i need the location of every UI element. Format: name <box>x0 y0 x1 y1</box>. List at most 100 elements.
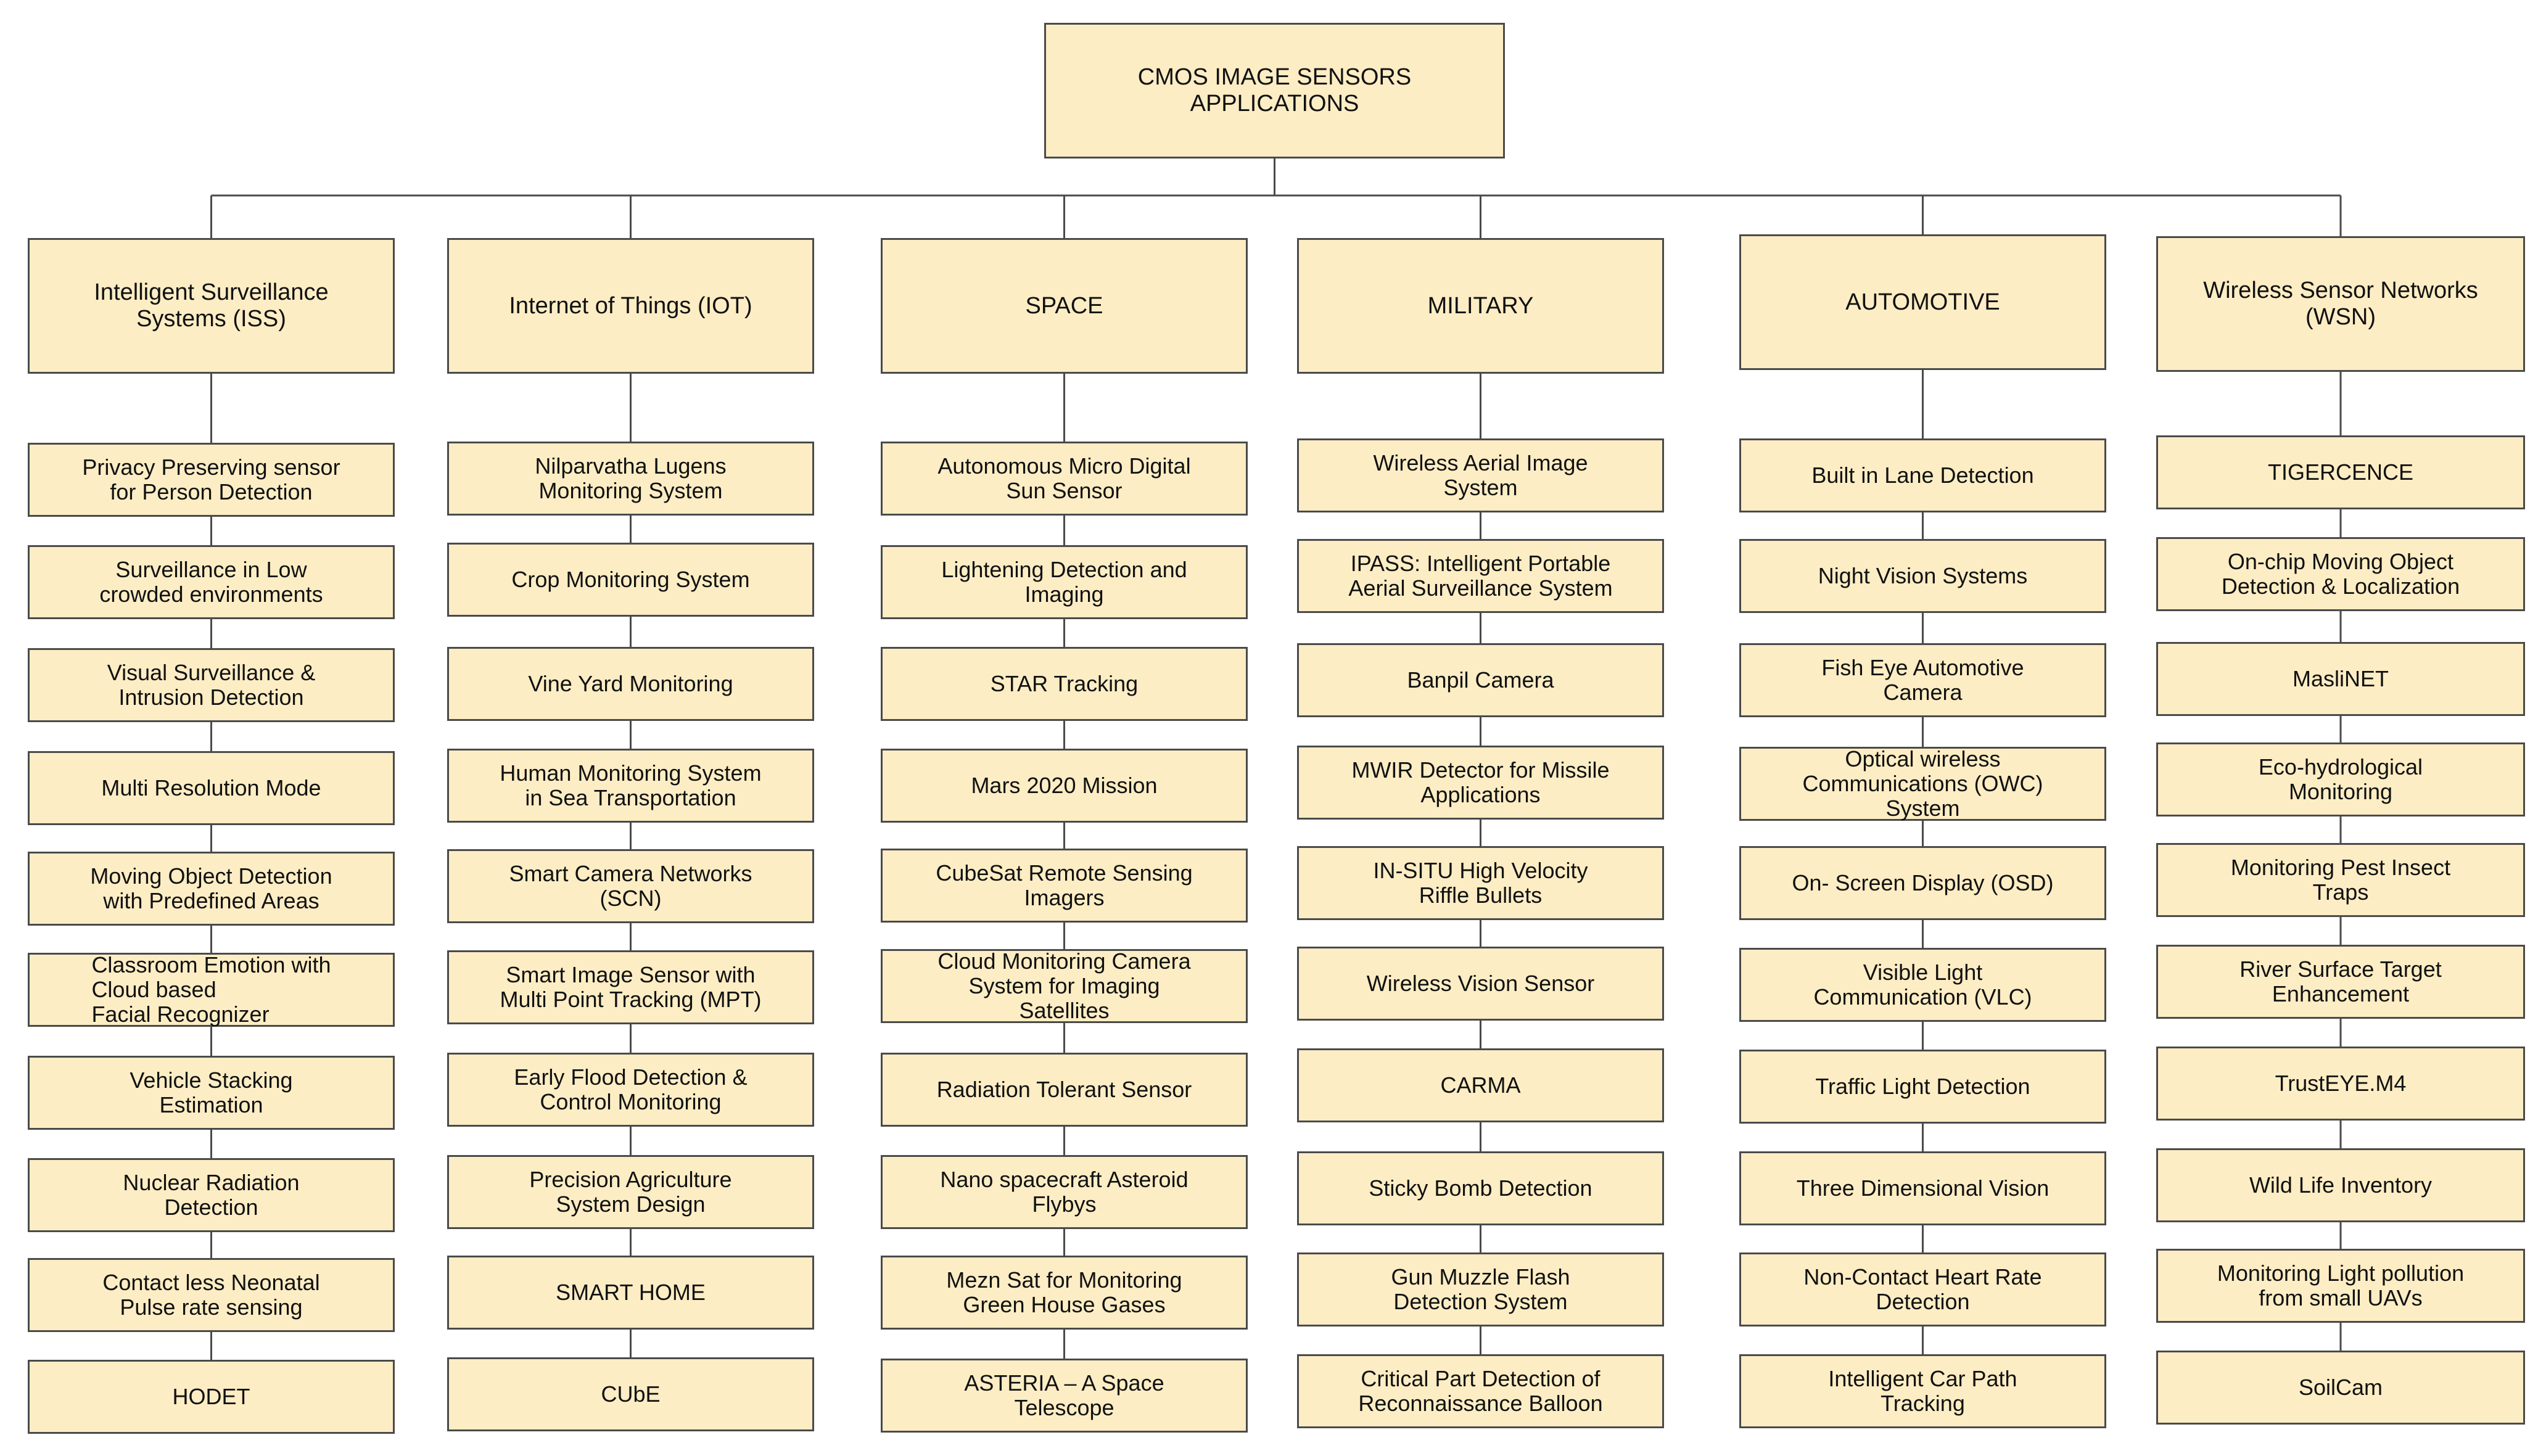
category-node-4-label: AUTOMOTIVE <box>1845 289 2000 315</box>
item-node-1-5-label: Smart Image Sensor with Multi Point Trac… <box>500 961 762 1012</box>
item-node-2-2: STAR Tracking <box>881 647 1248 721</box>
item-node-3-3-label: MWIR Detector for Missile Applications <box>1351 757 1610 807</box>
item-node-3-5-label: Wireless Vision Sensor <box>1366 970 1595 996</box>
item-node-4-9: Intelligent Car Path Tracking <box>1739 1354 2106 1428</box>
item-node-5-8-label: Monitoring Light pollution from small UA… <box>2217 1260 2465 1310</box>
item-node-1-6: Early Flood Detection & Control Monitori… <box>447 1053 814 1127</box>
item-node-2-5: Cloud Monitoring Camera System for Imagi… <box>881 948 1248 1023</box>
item-node-2-1-label: Lightening Detection and Imaging <box>941 556 1187 607</box>
item-node-5-4-label: Monitoring Pest Insect Traps <box>2230 854 2451 905</box>
item-node-2-9-label: ASTERIA – A Space Telescope <box>964 1370 1164 1420</box>
item-node-0-3-label: Multi Resolution Mode <box>101 775 321 800</box>
item-node-4-7: Three Dimensional Vision <box>1739 1151 2106 1225</box>
category-node-5: Wireless Sensor Networks (WSN) <box>2156 236 2525 372</box>
item-node-5-3-label: Eco-hydrological Monitoring <box>2258 754 2423 804</box>
item-node-1-4: Smart Camera Networks (SCN) <box>447 849 814 923</box>
item-node-5-0: TIGERCENCE <box>2156 435 2525 509</box>
item-node-4-1: Night Vision Systems <box>1739 539 2106 613</box>
item-node-5-5-label: River Surface Target Enhancement <box>2239 956 2442 1006</box>
item-node-1-3: Human Monitoring System in Sea Transport… <box>447 749 814 823</box>
item-node-3-9: Critical Part Detection of Reconnaissanc… <box>1297 1354 1664 1428</box>
item-node-3-2: Banpil Camera <box>1297 643 1664 717</box>
item-node-3-6: CARMA <box>1297 1048 1664 1122</box>
item-node-0-6: Vehicle Stacking Estimation <box>28 1056 395 1130</box>
item-node-4-5: Visible Light Communication (VLC) <box>1739 948 2106 1022</box>
item-node-1-7-label: Precision Agriculture System Design <box>529 1166 732 1217</box>
item-node-2-2-label: STAR Tracking <box>990 670 1139 696</box>
item-node-4-5-label: Visible Light Communication (VLC) <box>1813 959 2032 1010</box>
item-node-2-6: Radiation Tolerant Sensor <box>881 1053 1248 1127</box>
item-node-0-2: Visual Surveillance & Intrusion Detectio… <box>28 648 395 722</box>
item-node-1-7: Precision Agriculture System Design <box>447 1155 814 1229</box>
item-node-2-0-label: Autonomous Micro Digital Sun Sensor <box>937 453 1191 503</box>
item-node-4-0: Built in Lane Detection <box>1739 438 2106 512</box>
item-node-1-6-label: Early Flood Detection & Control Monitori… <box>514 1064 748 1114</box>
item-node-3-9-label: Critical Part Detection of Reconnaissanc… <box>1358 1365 1603 1416</box>
item-node-4-9-label: Intelligent Car Path Tracking <box>1828 1365 2017 1416</box>
item-node-4-3-label: Optical wireless Communications (OWC) Sy… <box>1802 746 2043 821</box>
item-node-1-4-label: Smart Camera Networks (SCN) <box>509 860 752 911</box>
item-node-2-6-label: Radiation Tolerant Sensor <box>936 1076 1192 1102</box>
item-node-3-4-label: IN-SITU High Velocity Riffle Bullets <box>1373 857 1588 908</box>
item-node-0-5-label: Classroom Emotion with Cloud based Facia… <box>91 952 331 1027</box>
category-node-1: Internet of Things (IOT) <box>447 238 814 374</box>
item-node-5-1: On-chip Moving Object Detection & Locali… <box>2156 537 2525 611</box>
item-node-2-7-label: Nano spacecraft Asteroid Flybys <box>940 1166 1189 1217</box>
root-node-label: CMOS IMAGE SENSORS APPLICATIONS <box>1137 64 1412 117</box>
item-node-1-3-label: Human Monitoring System in Sea Transport… <box>500 760 762 810</box>
item-node-0-4-label: Moving Object Detection with Predefined … <box>90 863 332 913</box>
item-node-1-1: Crop Monitoring System <box>447 543 814 617</box>
item-node-0-8-label: Contact less Neonatal Pulse rate sensing <box>102 1269 320 1320</box>
item-node-5-6-label: TrustEYE.M4 <box>2275 1070 2407 1096</box>
item-node-4-2-label: Fish Eye Automotive Camera <box>1821 654 2024 705</box>
item-node-3-0: Wireless Aerial Image System <box>1297 438 1664 512</box>
item-node-3-1-label: IPASS: Intelligent Portable Aerial Surve… <box>1348 550 1613 601</box>
item-node-0-9: HODET <box>28 1360 395 1434</box>
item-node-4-2: Fish Eye Automotive Camera <box>1739 643 2106 717</box>
item-node-5-1-label: On-chip Moving Object Detection & Locali… <box>2221 548 2460 599</box>
item-node-5-9-label: SoilCam <box>2298 1374 2383 1400</box>
item-node-2-4: CubeSat Remote Sensing Imagers <box>881 849 1248 923</box>
item-node-1-9-label: CUbE <box>601 1381 661 1407</box>
item-node-4-8: Non-Contact Heart Rate Detection <box>1739 1252 2106 1326</box>
item-node-5-2: MasliNET <box>2156 642 2525 716</box>
item-node-5-2-label: MasliNET <box>2292 665 2389 691</box>
category-node-3-label: MILITARY <box>1427 292 1534 319</box>
item-node-3-8: Gun Muzzle Flash Detection System <box>1297 1252 1664 1326</box>
item-node-0-1-label: Surveillance in Low crowded environments <box>99 556 323 607</box>
category-node-5-label: Wireless Sensor Networks (WSN) <box>2203 278 2478 330</box>
item-node-4-6-label: Traffic Light Detection <box>1815 1073 2030 1099</box>
item-node-5-9: SoilCam <box>2156 1351 2525 1425</box>
item-node-4-3: Optical wireless Communications (OWC) Sy… <box>1739 746 2106 821</box>
item-node-0-2-label: Visual Surveillance & Intrusion Detectio… <box>107 659 316 710</box>
item-node-5-6: TrustEYE.M4 <box>2156 1047 2525 1121</box>
category-node-2-label: SPACE <box>1025 292 1103 319</box>
item-node-0-9-label: HODET <box>172 1383 250 1409</box>
item-node-3-7: Sticky Bomb Detection <box>1297 1151 1664 1225</box>
item-node-2-0: Autonomous Micro Digital Sun Sensor <box>881 442 1248 516</box>
item-node-1-8-label: SMART HOME <box>556 1279 706 1305</box>
item-node-3-7-label: Sticky Bomb Detection <box>1369 1175 1592 1201</box>
item-node-2-3-label: Mars 2020 Mission <box>971 772 1158 798</box>
item-node-5-5: River Surface Target Enhancement <box>2156 945 2525 1019</box>
category-node-0: Intelligent Surveillance Systems (ISS) <box>28 238 395 374</box>
item-node-1-1-label: Crop Monitoring System <box>511 566 750 592</box>
item-node-2-8-label: Mezn Sat for Monitoring Green House Gase… <box>946 1267 1182 1317</box>
item-node-3-1: IPASS: Intelligent Portable Aerial Surve… <box>1297 539 1664 613</box>
item-node-0-7: Nuclear Radiation Detection <box>28 1158 395 1232</box>
item-node-3-8-label: Gun Muzzle Flash Detection System <box>1391 1264 1570 1314</box>
item-node-5-7-label: Wild Life Inventory <box>2249 1172 2433 1198</box>
item-node-0-0: Privacy Preserving sensor for Person Det… <box>28 443 395 517</box>
item-node-3-6-label: CARMA <box>1440 1072 1521 1098</box>
item-node-2-3: Mars 2020 Mission <box>881 749 1248 823</box>
item-node-1-0: Nilparvatha Lugens Monitoring System <box>447 442 814 516</box>
category-node-1-label: Internet of Things (IOT) <box>509 292 752 319</box>
item-node-3-3: MWIR Detector for Missile Applications <box>1297 746 1664 820</box>
item-node-4-7-label: Three Dimensional Vision <box>1796 1175 2050 1201</box>
item-node-1-5: Smart Image Sensor with Multi Point Trac… <box>447 950 814 1024</box>
item-node-0-1: Surveillance in Low crowded environments <box>28 545 395 619</box>
item-node-4-4-label: On- Screen Display (OSD) <box>1792 870 2054 895</box>
item-node-5-0-label: TIGERCENCE <box>2267 459 2414 485</box>
item-node-1-2: Vine Yard Monitoring <box>447 647 814 721</box>
